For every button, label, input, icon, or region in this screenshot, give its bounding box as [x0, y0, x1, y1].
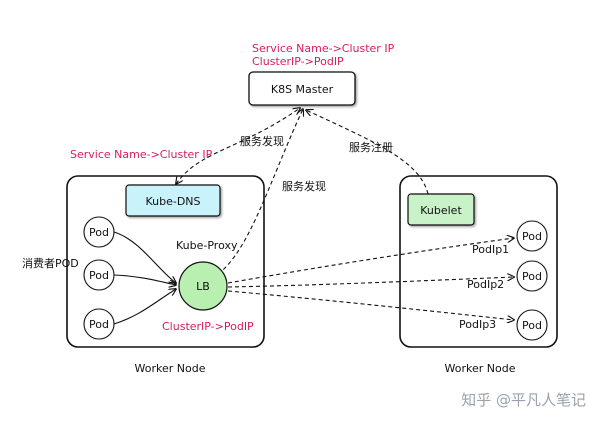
register-edge	[306, 110, 429, 195]
kubelet-box: Kubelet	[407, 193, 475, 226]
pod2-to-lb-edge	[113, 274, 176, 285]
k8s-master-label: K8S Master	[271, 83, 334, 96]
master-annotation-line1: Service Name->Cluster IP	[252, 42, 395, 55]
lb-to-pod3-edge	[227, 290, 514, 320]
kube-dns-label: Kube-DNS	[145, 195, 200, 208]
consumer-pod-3: Pod	[83, 308, 115, 340]
discovery-label-right: 服务发现	[282, 179, 326, 193]
consumer-pod-1: Pod	[83, 216, 115, 248]
target-pod-1-label: Pod	[522, 230, 542, 243]
master-annotation-line2: ClusterIP->PodIP	[252, 55, 344, 68]
lb-label: LB	[196, 280, 210, 293]
right-worker-caption: Worker Node	[445, 362, 516, 375]
consumer-pod-2: Pod	[83, 259, 115, 291]
lb-to-pod1-edge	[227, 238, 514, 284]
target-pod-2-label: Pod	[522, 270, 542, 283]
pod-ip-3-label: PodIp3	[459, 318, 496, 331]
pod1-to-lb-edge	[113, 231, 176, 283]
target-pod-3: Pod	[516, 309, 548, 341]
kube-dns-box: Kube-DNS	[125, 184, 221, 217]
target-pod-3-label: Pod	[522, 319, 542, 332]
consumer-pod-3-label: Pod	[89, 318, 109, 331]
discovery-label-top: 服务发现	[240, 134, 284, 148]
consumer-pod-1-label: Pod	[89, 226, 109, 239]
register-label: 服务注册	[349, 140, 393, 154]
discovery-edge-lb	[217, 109, 303, 275]
consumer-pod-2-label: Pod	[89, 269, 109, 282]
kubelet-label: Kubelet	[420, 204, 462, 217]
kube-proxy-label: Kube-Proxy	[176, 239, 238, 252]
k8s-master-box: K8S Master	[248, 71, 356, 106]
left-worker-caption: Worker Node	[135, 362, 206, 375]
right-worker-node	[399, 175, 558, 348]
pod-ip-2-label: PodIp2	[467, 278, 504, 291]
dns-annotation: Service Name->Cluster IP	[70, 148, 213, 161]
lb-annotation: ClusterIP->PodIP	[162, 320, 254, 333]
target-pod-1: Pod	[516, 220, 548, 252]
left-worker-node	[66, 175, 265, 348]
consumer-pod-label: 消费者POD	[22, 256, 79, 270]
discovery-edge-dns	[176, 108, 300, 184]
target-pod-2: Pod	[516, 260, 548, 292]
watermark: 知乎 @平凡人笔记	[461, 391, 586, 409]
load-balancer: LB	[178, 261, 228, 311]
pod3-to-lb-edge	[113, 289, 176, 325]
pod-ip-1-label: PodIp1	[472, 243, 509, 256]
